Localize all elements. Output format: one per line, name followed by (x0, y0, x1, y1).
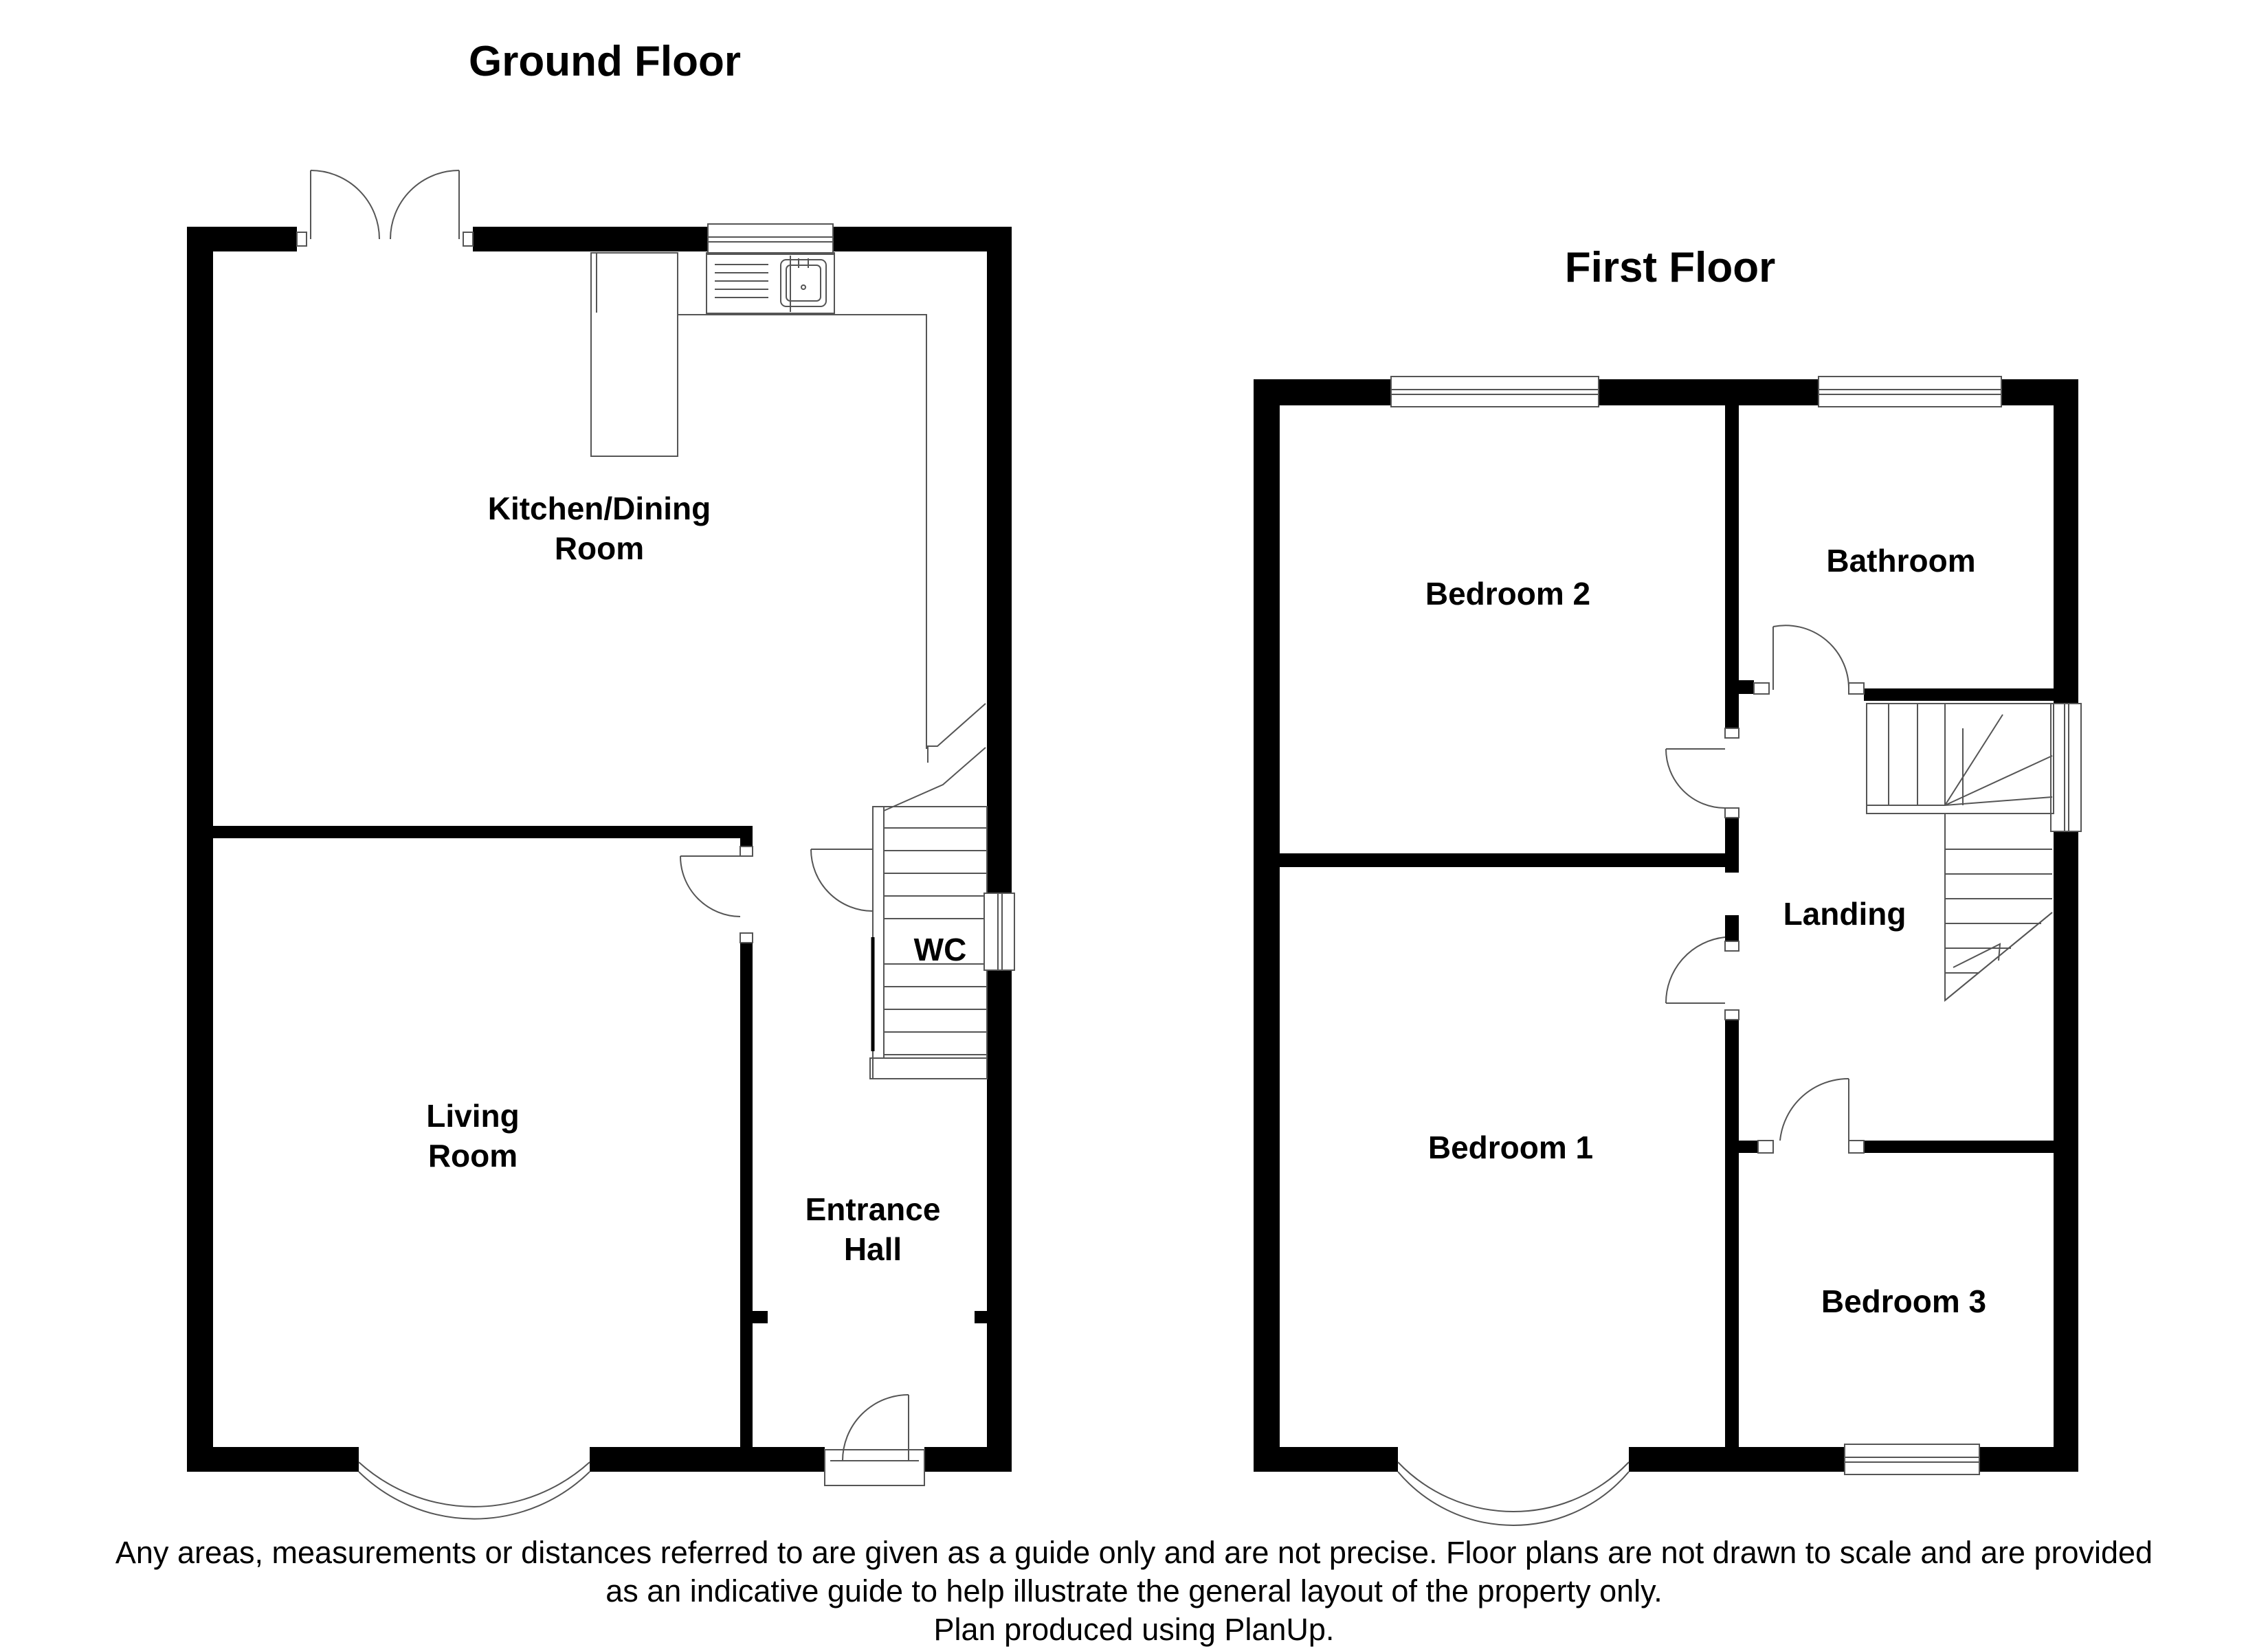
bedroom-1-door (1665, 936, 1739, 1020)
ground-floor-plan (187, 170, 1015, 1520)
first-floor-plan (1254, 376, 2082, 1526)
landing-window (2050, 703, 2082, 832)
bathroom-window (1818, 376, 2002, 407)
living-room-door (680, 846, 753, 943)
french-doors (296, 170, 474, 247)
ground-floor-outer-walls (187, 227, 1012, 1472)
kitchen-dining-label-line2: Room (555, 530, 644, 566)
first-floor-outer-walls (1254, 379, 2078, 1472)
wc-window (983, 893, 1015, 971)
entrance-hall-label-line2: Hall (844, 1231, 902, 1267)
bedroom-2-window (1390, 376, 1599, 407)
ground-floor-title: Ground Floor (469, 38, 741, 85)
first-floor-interior-walls (1280, 405, 2054, 1447)
ground-floor-interior-walls (213, 826, 987, 1447)
disclaimer-line-2: as an indicative guide to help illustrat… (605, 1573, 1663, 1608)
landing-label: Landing (1783, 896, 1906, 932)
first-floor-staircase (1866, 703, 2054, 1002)
bedroom-3-label: Bedroom 3 (1821, 1283, 1986, 1319)
disclaimer-line-1: Any areas, measurements or distances ref… (115, 1535, 2153, 1570)
living-room-label-line2: Room (428, 1138, 518, 1174)
bedroom-1-bay-window (1397, 1461, 1630, 1526)
sink-drainer-icon (715, 258, 827, 307)
living-room-label-line1: Living (426, 1098, 519, 1134)
bedroom-1-label: Bedroom 1 (1428, 1130, 1593, 1165)
living-room-bay-window (358, 1461, 590, 1520)
bathroom-label: Bathroom (1826, 543, 1975, 579)
wc-label: WC (914, 932, 967, 967)
bedroom-3-window (1844, 1444, 1980, 1475)
first-floor-title: First Floor (1565, 244, 1776, 291)
ground-floor-staircase (869, 703, 988, 1079)
front-door (824, 1394, 925, 1486)
kitchen-dining-label-line1: Kitchen/Dining (488, 491, 711, 526)
wc-door (810, 849, 874, 912)
kitchen-window (707, 223, 834, 255)
bedroom-2-door (1665, 728, 1739, 818)
entrance-hall-label-line1: Entrance (805, 1191, 941, 1227)
bedroom-2-label: Bedroom 2 (1425, 576, 1590, 612)
bedroom-3-door (1757, 1077, 1865, 1154)
disclaimer: Any areas, measurements or distances ref… (0, 1534, 2268, 1649)
disclaimer-line-3: Plan produced using PlanUp. (933, 1612, 1335, 1647)
bathroom-door (1753, 625, 1865, 695)
